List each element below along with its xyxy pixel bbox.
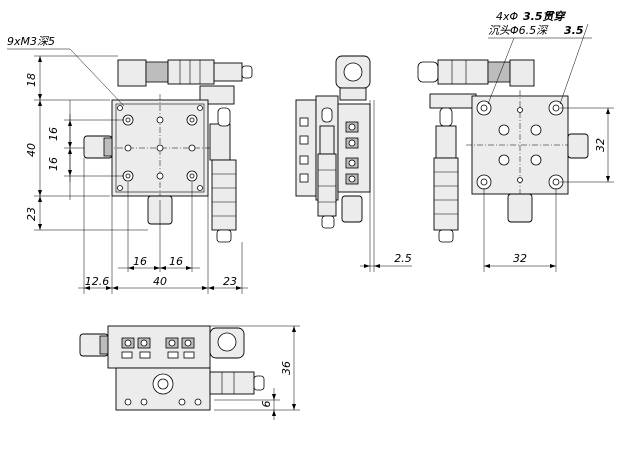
- counterbore-value: 3.5: [564, 24, 584, 37]
- side-view: [295, 55, 375, 272]
- dim-side-40: 40: [25, 143, 38, 157]
- front-side-plate: [199, 85, 235, 105]
- dim-bottom-36: 36: [280, 361, 293, 375]
- right-top-micrometer: [437, 59, 489, 85]
- right-side-plate: [429, 93, 477, 109]
- front-top-micrometer: [167, 59, 215, 85]
- dim-side-16-lower: 16: [47, 157, 60, 171]
- dim-right-32-horizontal: 32: [513, 252, 527, 265]
- dim-x-23: 23: [223, 275, 237, 288]
- dim-x-12-6: 12.6: [85, 275, 110, 288]
- front-horizontal-dims: [78, 158, 248, 294]
- side-screws: [299, 117, 359, 185]
- front-holes: [117, 105, 203, 191]
- front-right-micrometer-barrel: [211, 159, 237, 231]
- right-top-collar: [487, 61, 511, 83]
- side-top-neck: [339, 87, 367, 101]
- dim-right-32-vertical: 32: [594, 138, 607, 152]
- counterbore-prefix: 沉头Φ6.5深: [488, 24, 549, 37]
- front-top-micrometer-end: [213, 62, 243, 82]
- front-left-knob-collar: [103, 137, 113, 157]
- dim-bottom-6: 6: [260, 401, 273, 408]
- right-view: [417, 59, 589, 243]
- thread-holes-note: 9xM3深5: [7, 35, 55, 48]
- right-holes: [476, 100, 564, 190]
- right-top-knob: [417, 61, 439, 83]
- dim-x-40: 40: [153, 275, 167, 288]
- right-top-bracket: [509, 59, 535, 87]
- front-right-micrometer-upper: [209, 123, 231, 161]
- front-top-knob: [241, 65, 253, 79]
- dim-side-2-5: 2.5: [394, 252, 412, 265]
- dim-x-16-left: 16: [133, 255, 147, 268]
- right-bottom-knob: [507, 193, 533, 223]
- dim-side-16-upper: 16: [47, 127, 60, 141]
- right-side-knob: [567, 133, 589, 159]
- front-top-thimble-base: [145, 61, 169, 83]
- bottom-micrometer: [209, 371, 255, 395]
- front-right-micrometer-tip: [217, 107, 231, 127]
- bottom-view: [79, 325, 265, 411]
- front-right-micrometer-knob: [216, 229, 232, 243]
- bottom-screws: [121, 337, 195, 359]
- through-holes-prefix: 4xΦ: [496, 10, 519, 23]
- through-holes-value: 3.5贯穿: [523, 10, 566, 23]
- front-view: [83, 59, 253, 243]
- front-top-bracket: [117, 59, 147, 87]
- dim-bottom-23: 23: [25, 207, 38, 221]
- dim-x-16-right: 16: [169, 255, 183, 268]
- front-vertical-dims: [34, 55, 148, 231]
- dim-top-height: 18: [25, 73, 38, 87]
